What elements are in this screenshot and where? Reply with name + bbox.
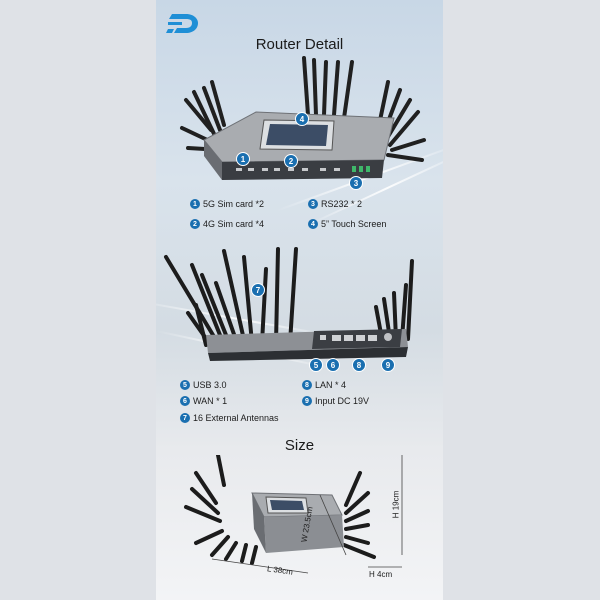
feature-number: 5	[180, 380, 190, 390]
feature-label: 5G Sim card *2	[203, 199, 265, 209]
feature-number: 9	[302, 396, 312, 406]
marker-3: 3	[349, 176, 363, 190]
feature-label: 4G Sim card *4	[203, 219, 265, 229]
feature-number: 2	[190, 219, 200, 229]
feature-item: 8 LAN * 4	[302, 380, 346, 390]
feature-item: 6 WAN * 1	[180, 396, 227, 406]
depth-dimension: H 4cm	[369, 570, 393, 579]
feature-label: RS232 * 2	[321, 199, 363, 209]
feature-number: 1	[190, 199, 200, 209]
feature-label: 16 External Antennas	[193, 413, 279, 423]
feature-number: 7	[180, 413, 190, 423]
feature-label: 5” Touch Screen	[321, 219, 387, 229]
router-size-image	[184, 455, 403, 574]
marker-7: 7	[251, 283, 265, 297]
feature-label: LAN * 4	[315, 380, 347, 390]
feature-item: 3 RS232 * 2	[308, 199, 362, 209]
feature-item: 2 4G Sim card *4	[190, 219, 264, 229]
router-rear-image	[164, 247, 414, 361]
feature-number: 6	[180, 396, 190, 406]
feature-item: 9 Input DC 19V	[302, 396, 369, 406]
size-title: Size	[284, 437, 315, 454]
marker-5: 5	[309, 358, 323, 372]
feature-item: 5 USB 3.0	[180, 380, 227, 390]
product-panel: Router Detail	[156, 0, 443, 600]
marker-9: 9	[381, 358, 395, 372]
feature-item: 4 5” Touch Screen	[308, 219, 386, 229]
feature-label: USB 3.0	[193, 380, 227, 390]
feature-item: 1 5G Sim card *2	[190, 199, 264, 209]
height-dimension: H 19cm	[391, 490, 401, 519]
feature-label: WAN * 1	[193, 396, 228, 406]
marker-6: 6	[326, 358, 340, 372]
marker-4: 4	[295, 112, 309, 126]
marker-8: 8	[352, 358, 366, 372]
page-title: Router Detail	[255, 36, 344, 53]
marker-2: 2	[284, 154, 298, 168]
feature-item: 7 16 External Antennas	[180, 413, 279, 423]
feature-number: 8	[302, 380, 312, 390]
feature-number: 3	[308, 199, 318, 209]
feature-number: 4	[308, 219, 318, 229]
router-top-image	[180, 56, 426, 180]
marker-1: 1	[236, 152, 250, 166]
brand-logo	[166, 10, 200, 41]
feature-label: Input DC 19V	[315, 396, 370, 406]
